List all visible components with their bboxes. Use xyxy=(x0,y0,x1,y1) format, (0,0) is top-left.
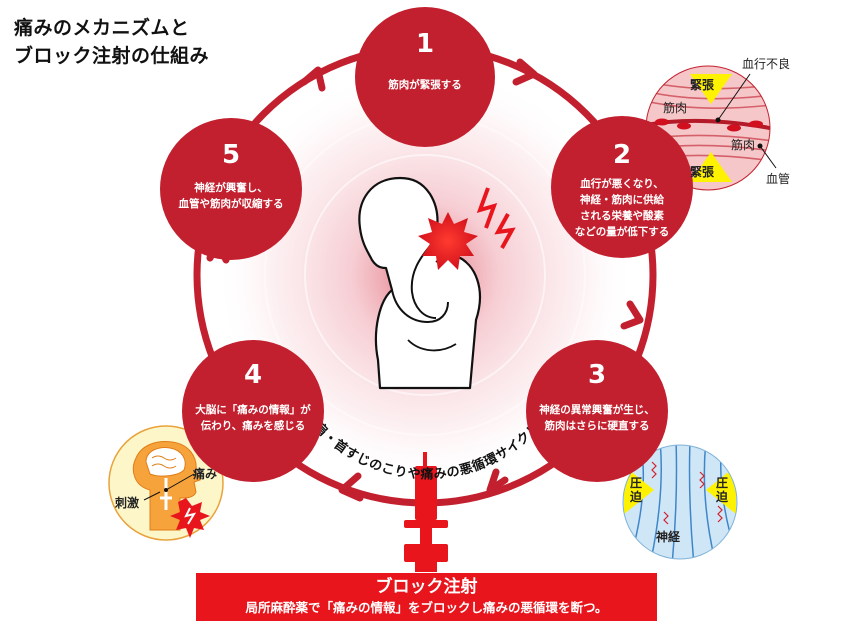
syringe-icon xyxy=(404,452,448,572)
banner-title: ブロック注射 xyxy=(375,577,478,597)
brain-pain-burst-icon xyxy=(170,498,210,538)
brain-inset xyxy=(108,425,224,541)
banner-subtitle: 局所麻酔薬で「痛みの情報」をブロックし痛みの悪循環を断つ。 xyxy=(245,600,608,615)
pain-burst-icon xyxy=(418,212,478,270)
blood-vessel-label: 血管 xyxy=(766,172,791,186)
lightning-icon-2 xyxy=(494,213,516,249)
stimulus-label: 刺激 xyxy=(115,496,140,510)
pressure-left-label: 圧迫 xyxy=(630,476,643,504)
step-1-circle: 1 筋肉が緊張する xyxy=(355,7,495,147)
arrow-1-2 xyxy=(512,58,538,86)
arrow-5-1 xyxy=(300,66,326,92)
tension-arrow-bottom xyxy=(690,152,732,182)
pressure-right-label: 圧迫 xyxy=(716,476,729,504)
glow-ring-inner xyxy=(304,154,546,396)
step-2-number: 2 xyxy=(612,140,632,170)
tension-arrow-top xyxy=(690,74,732,104)
arrow-3-4 xyxy=(486,468,509,494)
step-4-circle: 4 大脳に「痛みの情報」が 伝わり、痛みを感じる xyxy=(182,340,324,482)
block-injection-banner: ブロック注射 局所麻酔薬で「痛みの情報」をブロックし痛みの悪循環を断つ。 xyxy=(196,573,657,621)
poor-circulation-label: 血行不良 xyxy=(742,57,791,71)
muscle-left-label: 筋肉 xyxy=(663,101,688,115)
pressure-arrow-right xyxy=(706,466,736,514)
step-2-text: 血行が悪くなり、 神経・筋肉に供給 される栄養や酸素 などの量が低下する xyxy=(574,178,670,238)
page-title: 痛みのメカニズムと ブロック注射の仕組み xyxy=(14,14,209,70)
step-3-circle: 3 神経の異常興奮が生じ、 筋肉はさらに硬直する xyxy=(526,340,668,482)
step-5-number: 5 xyxy=(221,140,241,170)
title-line-1: 痛みのメカニズムと xyxy=(14,17,190,39)
tension-bottom-label: 緊張 xyxy=(690,165,715,179)
nerve-inset xyxy=(622,444,738,560)
step-4-text: 大脳に「痛みの情報」が 伝わり、痛みを感じる xyxy=(195,404,311,432)
arrow-4-5-lower xyxy=(338,472,364,502)
step-3-number: 3 xyxy=(587,360,607,390)
step-4-number: 4 xyxy=(243,360,263,390)
pressure-arrow-left xyxy=(624,466,654,514)
nerve-label: 神経 xyxy=(656,530,681,544)
step-1-number: 1 xyxy=(415,29,435,59)
step-3-text: 神経の異常興奮が生じ、 筋肉はさらに硬直する xyxy=(539,404,655,432)
muscle-right-label: 筋肉 xyxy=(731,138,756,152)
pain-label: 痛み xyxy=(193,467,218,481)
lightning-icon xyxy=(476,187,498,229)
step-5-text: 神経が興奮し、 血管や筋肉が収縮する xyxy=(178,182,284,210)
arrow-2-3 xyxy=(620,300,644,330)
tension-top-label: 緊張 xyxy=(690,78,715,92)
title-line-2: ブロック注射の仕組み xyxy=(14,45,210,67)
step-1-text: 筋肉が緊張する xyxy=(388,79,462,91)
step-2-circle: 2 血行が悪くなり、 神経・筋肉に供給 される栄養や酸素 などの量が低下する xyxy=(551,116,693,258)
step-5-circle: 5 神経が興奮し、 血管や筋肉が収縮する xyxy=(160,118,302,260)
